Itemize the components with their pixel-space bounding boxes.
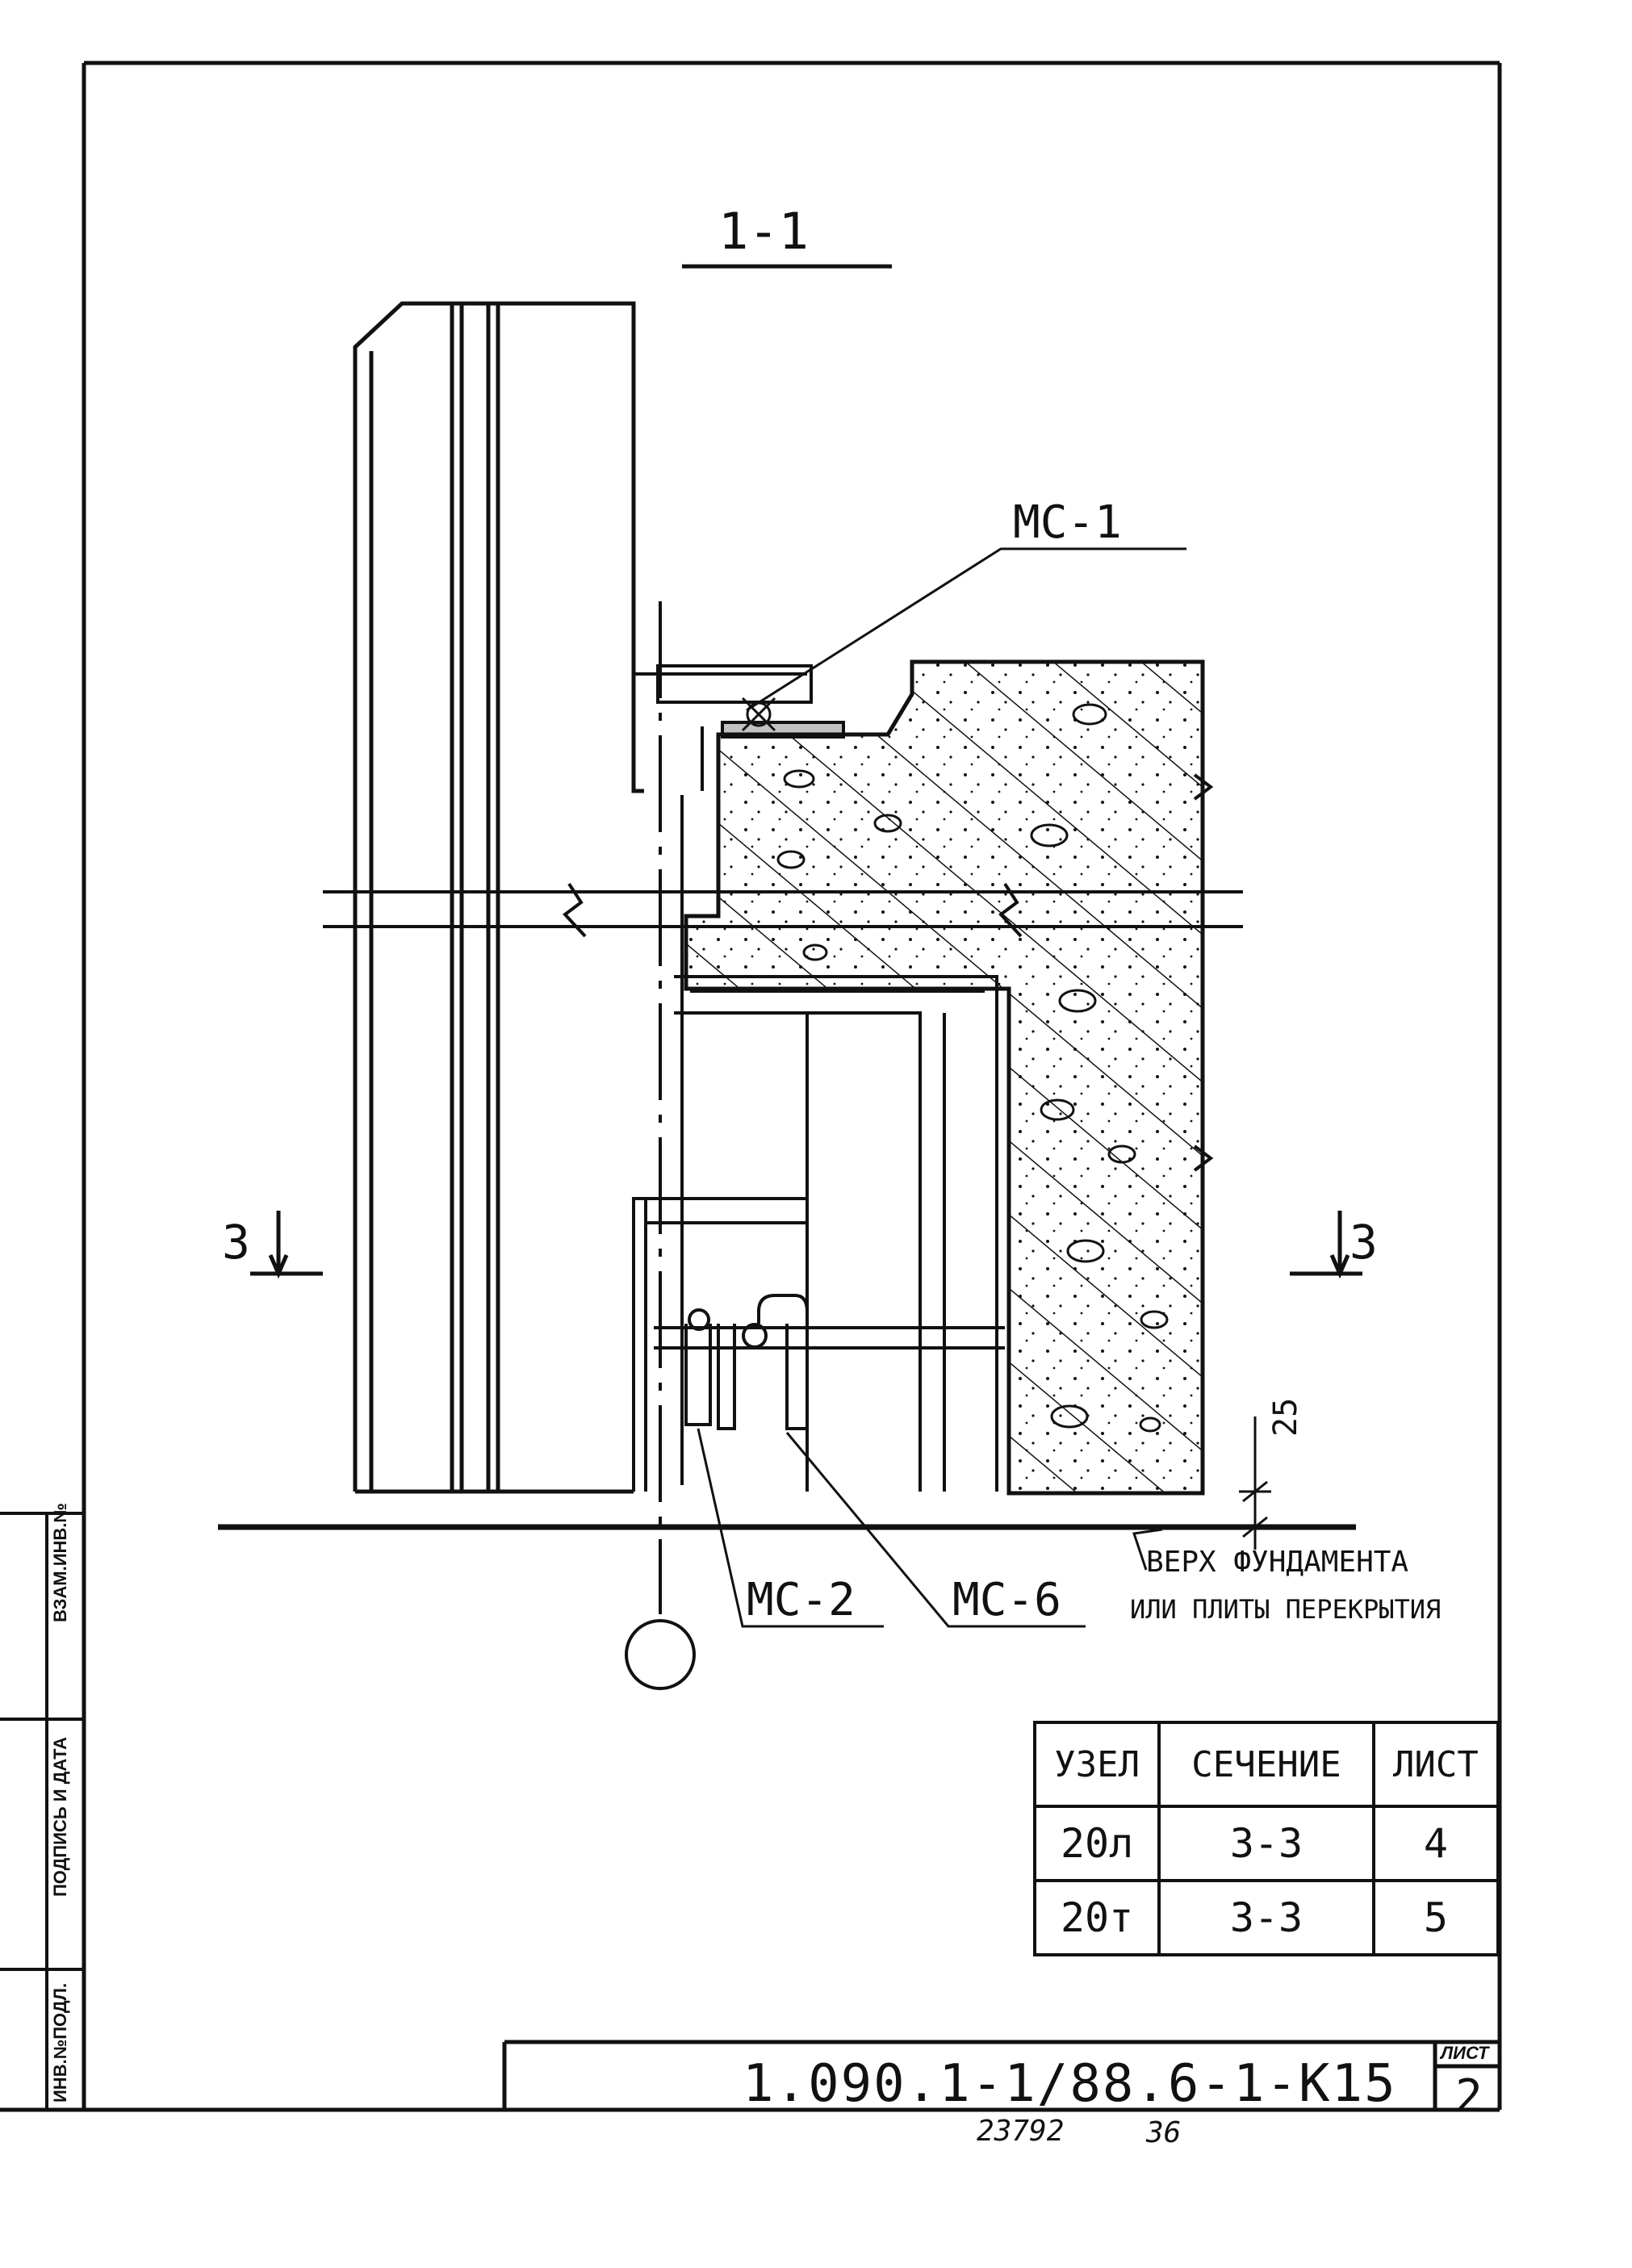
column-element: [353, 301, 644, 1494]
side-strip: [0, 1512, 84, 2110]
axis-line: [625, 601, 696, 1690]
table-cell: 20т: [1032, 1879, 1161, 1956]
callout-mc6: МС-6: [952, 1574, 1061, 1626]
anchor-rods: [654, 1294, 1005, 1430]
table-cell: 3-3: [1157, 1879, 1375, 1956]
leader-lines: [697, 547, 1186, 1628]
side-field-original-inv: ИНВ.№ПОДЛ.: [50, 1982, 70, 2103]
dimension-25: [1239, 1416, 1271, 1550]
table-cell: 5: [1371, 1879, 1500, 1956]
side-field-signature-date: ПОДПИСЬ И ДАТА: [50, 1736, 70, 1897]
document-code: 1.090.1-1/88.6-1-К15: [743, 2054, 1397, 2114]
table-row: 20л 3-3 4: [1032, 1805, 1500, 1882]
table-cell: 3-3: [1157, 1805, 1375, 1882]
callout-mc2: МС-2: [747, 1574, 856, 1626]
sheet-label: ЛИСТ: [1441, 2043, 1489, 2063]
concrete-wall: [684, 659, 1205, 1496]
reference-table: УЗЕЛ СЕЧЕНИЕ ЛИСТ 20л 3-3 4 20т 3-3 5: [1032, 1721, 1500, 1956]
callout-mc1: МС-1: [1013, 496, 1122, 549]
sheet-number: 2: [1455, 2070, 1483, 2123]
table-header-cell: СЕЧЕНИЕ: [1157, 1721, 1375, 1808]
footer-number-2: 36: [1146, 2116, 1182, 2149]
title-block-lines: [502, 2040, 1500, 2110]
footer-number-1: 23792: [977, 2115, 1065, 2148]
table-cell: 20л: [1032, 1805, 1161, 1882]
table-header-cell: УЗЕЛ: [1032, 1721, 1161, 1808]
sheet-frame: [0, 61, 1502, 2112]
bracket-frame: [632, 664, 998, 1492]
table-header-row: УЗЕЛ СЕЧЕНИЕ ЛИСТ: [1032, 1721, 1500, 1808]
table-header-cell: ЛИСТ: [1371, 1721, 1500, 1808]
break-lines: [323, 773, 1243, 1172]
table-row: 20т 3-3 5: [1032, 1879, 1500, 1956]
dimension-label: 25: [1267, 1397, 1304, 1437]
section-markers: [250, 1211, 1362, 1279]
foundation-note-line2: ИЛИ ПЛИТЫ ПЕРЕКРЫТИЯ: [1130, 1594, 1442, 1625]
table-cell: 4: [1371, 1805, 1500, 1882]
section-title: 1-1: [718, 202, 809, 261]
foundation-note-line1: ВЕРХ ФУНДАМЕНТА: [1146, 1546, 1409, 1579]
section-mark-right: 3: [1350, 1215, 1378, 1270]
section-mark-left: 3: [222, 1215, 250, 1270]
side-field-replacement-inv: ВЗАМ.ИНВ.№: [50, 1503, 70, 1622]
